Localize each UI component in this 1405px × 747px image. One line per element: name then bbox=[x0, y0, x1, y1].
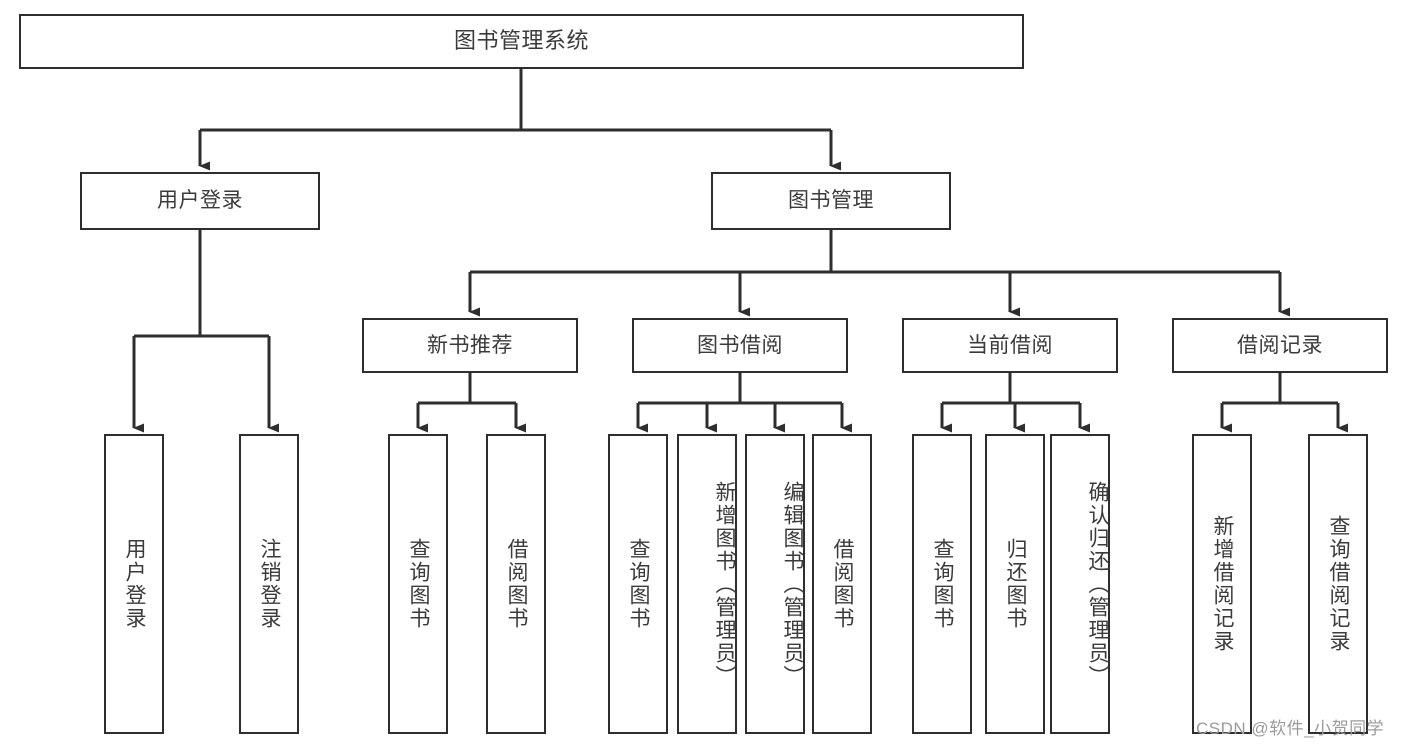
node-leaf-return-book[interactable]: 归还图书 bbox=[985, 434, 1045, 734]
node-label: 编辑图书（管理员） bbox=[781, 480, 804, 688]
node-leaf-user-login[interactable]: 用户登录 bbox=[104, 434, 164, 734]
node-leaf-add-book[interactable]: 新增图书（管理员） bbox=[677, 434, 737, 734]
node-label: 查询借阅记录 bbox=[1327, 515, 1351, 653]
node-book-borrow[interactable]: 图书借阅 bbox=[632, 318, 848, 373]
node-label: 确认归还（管理员） bbox=[1086, 480, 1109, 688]
node-user-login[interactable]: 用户登录 bbox=[80, 172, 320, 230]
node-leaf-borrow-book-2[interactable]: 借阅图书 bbox=[812, 434, 872, 734]
node-label: 新增借阅记录 bbox=[1211, 515, 1235, 653]
node-root-system[interactable]: 图书管理系统 bbox=[19, 14, 1024, 69]
node-book-manage[interactable]: 图书管理 bbox=[711, 172, 951, 230]
node-label: 注销登录 bbox=[258, 538, 282, 630]
node-leaf-user-logout[interactable]: 注销登录 bbox=[239, 434, 299, 734]
node-current-borrow[interactable]: 当前借阅 bbox=[902, 318, 1118, 373]
node-leaf-edit-book[interactable]: 编辑图书（管理员） bbox=[745, 434, 805, 734]
csdn-watermark: CSDN @软件_小贺同学 bbox=[1196, 719, 1385, 738]
node-leaf-query-record[interactable]: 查询借阅记录 bbox=[1308, 434, 1368, 734]
node-label: 借阅图书 bbox=[505, 538, 529, 630]
node-new-book-recommend[interactable]: 新书推荐 bbox=[362, 318, 578, 373]
node-label: 当前借阅 bbox=[967, 333, 1053, 357]
node-label: 查询图书 bbox=[627, 538, 651, 630]
node-label: 新书推荐 bbox=[427, 333, 513, 357]
node-label: 借阅图书 bbox=[831, 538, 855, 630]
node-leaf-confirm-return[interactable]: 确认归还（管理员） bbox=[1050, 434, 1110, 734]
node-label: 图书管理 bbox=[788, 189, 874, 213]
node-leaf-borrow-book-1[interactable]: 借阅图书 bbox=[486, 434, 546, 734]
node-borrow-record[interactable]: 借阅记录 bbox=[1172, 318, 1388, 373]
node-label: 查询图书 bbox=[407, 538, 431, 630]
node-label: 用户登录 bbox=[157, 189, 243, 213]
node-label: 图书管理系统 bbox=[453, 28, 589, 54]
node-label: 新增图书（管理员） bbox=[713, 480, 736, 688]
node-label: 图书借阅 bbox=[697, 333, 783, 357]
node-label: 用户登录 bbox=[123, 538, 147, 630]
node-leaf-query-book-1[interactable]: 查询图书 bbox=[388, 434, 448, 734]
node-label: 归还图书 bbox=[1004, 538, 1028, 630]
node-leaf-add-record[interactable]: 新增借阅记录 bbox=[1192, 434, 1252, 734]
node-label: 查询图书 bbox=[931, 538, 955, 630]
node-leaf-query-book-3[interactable]: 查询图书 bbox=[912, 434, 972, 734]
node-label: 借阅记录 bbox=[1237, 333, 1323, 357]
node-leaf-query-book-2[interactable]: 查询图书 bbox=[608, 434, 668, 734]
